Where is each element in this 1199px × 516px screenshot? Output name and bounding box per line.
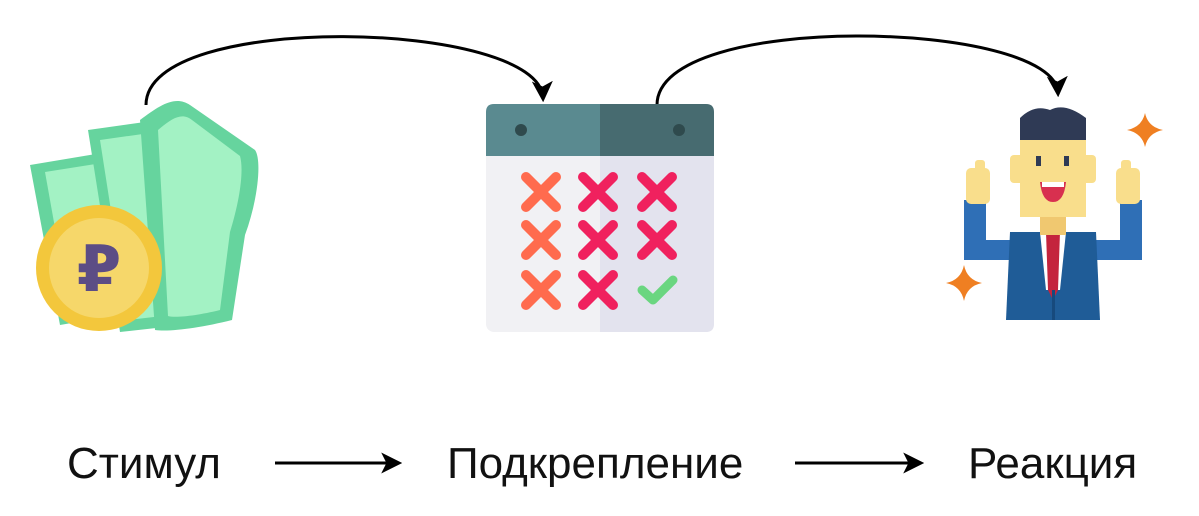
- cross-mark: [521, 172, 561, 212]
- curved-arrow-stimulus-to-reinforcement: [144, 35, 553, 106]
- cross-mark: [521, 270, 561, 310]
- calendar-marks: [521, 172, 678, 310]
- curved-arrow-reinforcement-to-reaction: [655, 34, 1068, 106]
- cross-mark: [578, 172, 618, 212]
- cross-mark: [637, 220, 677, 260]
- cross-mark: [578, 270, 618, 310]
- money-icon: ₽: [30, 100, 259, 332]
- svg-text:₽: ₽: [77, 233, 122, 307]
- happy-man-icon: [946, 107, 1163, 320]
- check-mark: [637, 275, 678, 305]
- sparkle-icon: [1127, 113, 1163, 147]
- label-stimulus: Стимул: [67, 439, 221, 488]
- cross-mark: [578, 220, 618, 260]
- label-reaction: Реакция: [968, 439, 1138, 488]
- cross-mark: [521, 220, 561, 260]
- sparkle-icon: [946, 265, 982, 301]
- calendar-icon: [486, 104, 714, 332]
- label-reinforcement: Подкрепление: [447, 439, 744, 488]
- cross-mark: [637, 172, 677, 212]
